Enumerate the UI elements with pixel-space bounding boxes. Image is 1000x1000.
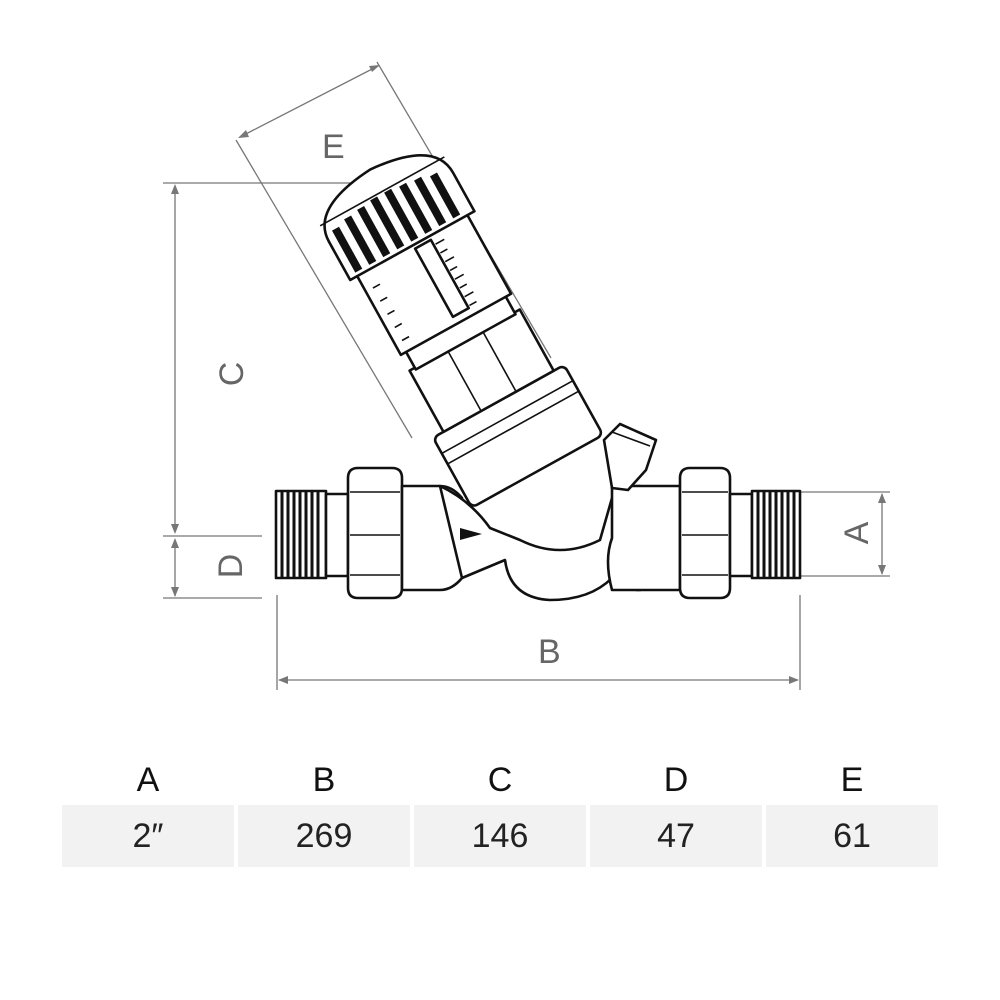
dimension-table: A B C D E 2″ 269 146 47 61	[58, 755, 942, 867]
table-value-c: 146	[414, 805, 586, 867]
dim-label-d: D	[212, 554, 250, 579]
knob-grip	[332, 172, 461, 273]
table-header-b: B	[312, 760, 336, 799]
table-header-e: E	[840, 760, 864, 799]
valve-drawing: E B C D A	[163, 61, 890, 690]
table-header-c: C	[487, 760, 513, 799]
table-value-row: 2″ 269 146 47 61	[62, 805, 938, 867]
table-header-row: A B C D E	[62, 755, 938, 805]
regulator-head	[319, 153, 603, 507]
right-thread	[756, 491, 796, 578]
table-header-d: D	[663, 760, 689, 799]
pressure-scale	[372, 238, 477, 342]
dim-label-e: E	[322, 128, 345, 166]
table-value-e: 61	[766, 805, 938, 867]
table-value-b: 269	[238, 805, 410, 867]
valve-body	[274, 422, 802, 602]
table-value-a: 2″	[62, 805, 234, 867]
left-thread	[280, 491, 320, 578]
dimension-lines	[163, 61, 890, 690]
dim-label-a: A	[838, 521, 876, 544]
dim-label-b: B	[538, 633, 561, 671]
table-header-a: A	[136, 760, 160, 799]
dim-label-c: C	[213, 362, 251, 387]
table-value-d: 47	[590, 805, 762, 867]
